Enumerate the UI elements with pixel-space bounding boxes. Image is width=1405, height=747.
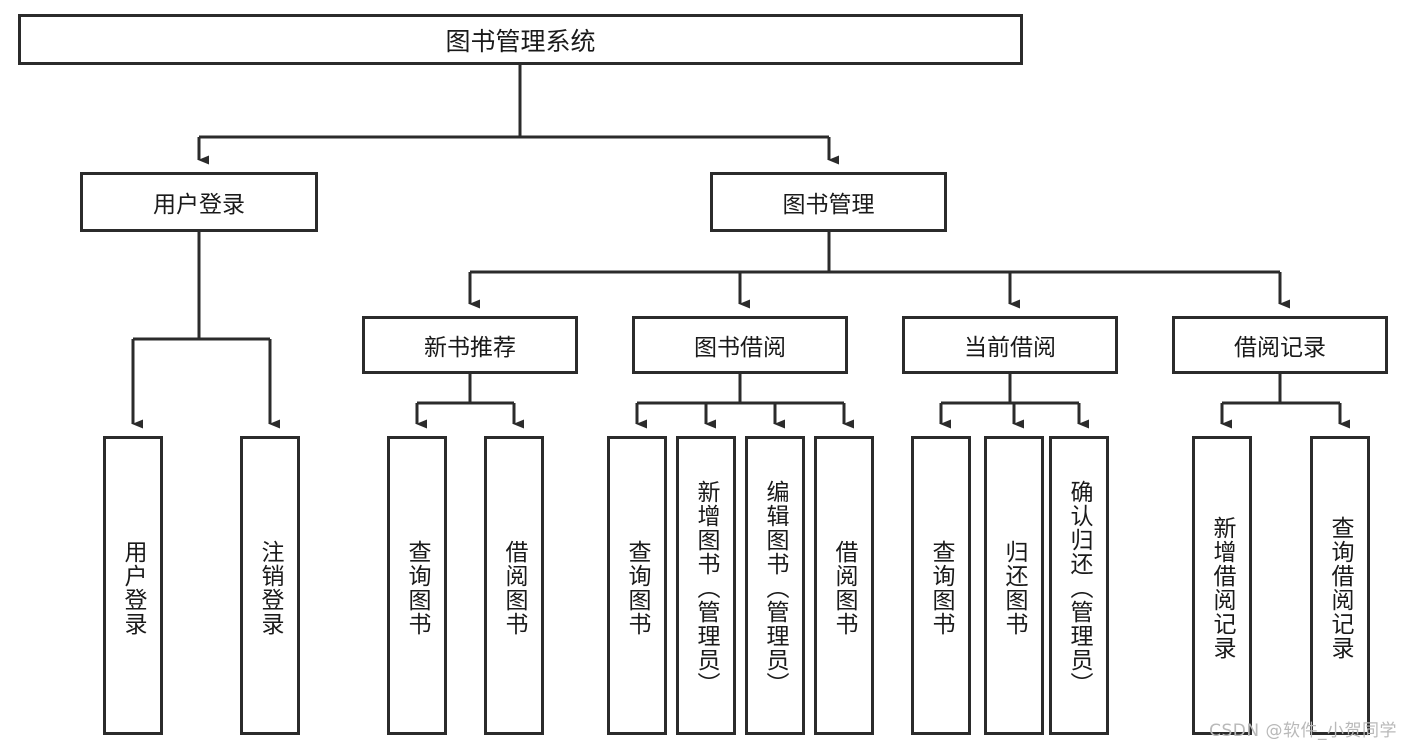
leaf-query-book-current[interactable]: 查询图书 [911, 436, 971, 735]
leaf-label: 查询图书 [928, 539, 955, 636]
leaf-label: 借阅图书 [831, 539, 858, 636]
node-root[interactable]: 图书管理系统 [18, 14, 1023, 65]
leaf-label: 归还图书 [1001, 539, 1028, 636]
leaf-label: 查询借阅记录 [1327, 515, 1354, 660]
leaf-return-book[interactable]: 归还图书 [984, 436, 1044, 735]
leaf-label: 编辑图书（管理员） [762, 479, 789, 696]
node-user-login[interactable]: 用户登录 [80, 172, 318, 232]
node-new-book-recommend-label: 新书推荐 [424, 335, 516, 361]
leaf-label: 新增借阅记录 [1209, 515, 1236, 660]
leaf-label: 借阅图书 [501, 539, 528, 636]
leaf-confirm-return-admin[interactable]: 确认归还（管理员） [1049, 436, 1109, 735]
leaf-query-book-borrow[interactable]: 查询图书 [607, 436, 667, 735]
node-book-management[interactable]: 图书管理 [710, 172, 947, 232]
csdn-watermark: CSDN @软件_小贺同学 [1209, 721, 1397, 741]
leaf-user-login[interactable]: 用户登录 [103, 436, 163, 735]
leaf-borrow-book-recommend[interactable]: 借阅图书 [484, 436, 544, 735]
node-book-management-label: 图书管理 [782, 192, 875, 218]
leaf-label: 注销登录 [257, 539, 284, 636]
leaf-add-borrow-record[interactable]: 新增借阅记录 [1192, 436, 1252, 735]
node-borrow-record-label: 借阅记录 [1234, 335, 1326, 361]
node-book-borrow[interactable]: 图书借阅 [632, 316, 848, 374]
leaf-user-logout[interactable]: 注销登录 [240, 436, 300, 735]
leaf-borrow-book[interactable]: 借阅图书 [814, 436, 874, 735]
node-borrow-record[interactable]: 借阅记录 [1172, 316, 1388, 374]
leaf-edit-book-admin[interactable]: 编辑图书（管理员） [745, 436, 805, 735]
node-book-borrow-label: 图书借阅 [694, 335, 786, 361]
node-root-label: 图书管理系统 [445, 26, 596, 56]
leaf-query-book-recommend[interactable]: 查询图书 [387, 436, 447, 735]
node-user-login-label: 用户登录 [153, 192, 245, 218]
leaf-label: 确认归还（管理员） [1066, 479, 1093, 696]
leaf-label: 新增图书（管理员） [693, 479, 720, 696]
leaf-label: 查询图书 [404, 539, 431, 636]
leaf-label: 用户登录 [120, 539, 147, 636]
leaf-label: 查询图书 [624, 539, 651, 636]
leaf-query-borrow-record[interactable]: 查询借阅记录 [1310, 436, 1370, 735]
leaf-add-book-admin[interactable]: 新增图书（管理员） [676, 436, 736, 735]
node-current-borrow[interactable]: 当前借阅 [902, 316, 1118, 374]
node-new-book-recommend[interactable]: 新书推荐 [362, 316, 578, 374]
node-current-borrow-label: 当前借阅 [964, 335, 1056, 361]
